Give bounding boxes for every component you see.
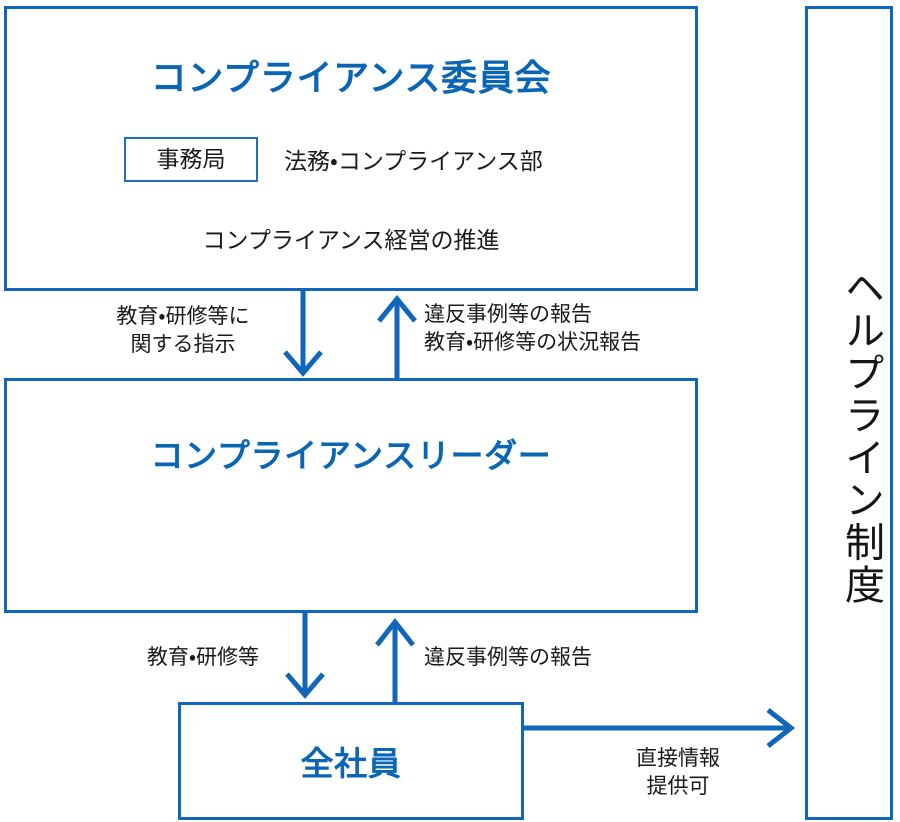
label-direct-information-line1: 直接情報 <box>636 747 720 770</box>
label-direct-information-line2: 提供可 <box>646 775 710 799</box>
label-education-instruction-line1: 教育・研修等に <box>116 305 250 328</box>
helpline-system-title: ヘルプライン制度 <box>839 267 883 607</box>
label-violation-report-bottom-line1: 違反事例等の報告 <box>424 646 592 669</box>
all-employees-title: 全社員 <box>300 745 402 782</box>
arrow-employees-to-helpline-right <box>522 708 796 748</box>
label-violation-report-top-line2: 教育・研修等の状況報告 <box>424 331 642 355</box>
helpline-system-box: ヘルプライン制度 <box>805 6 893 820</box>
arrow-leader-to-employees-down <box>285 613 325 699</box>
arrow-leader-to-committee-up <box>377 295 417 378</box>
committee-secretariat-description: 法務・コンプライアンス部 <box>284 148 543 175</box>
arrow-committee-to-leader-down <box>283 291 323 377</box>
arrow-employees-to-leader-up <box>375 617 415 702</box>
committee-secretariat-row: 事務局 法務・コンプライアンス部 <box>124 137 543 182</box>
label-education-training: 教育・研修等 <box>118 644 288 672</box>
committee-secretariat-tag: 事務局 <box>124 137 258 182</box>
label-education-instruction-line2: 関する指示 <box>130 333 236 357</box>
label-education-instruction: 教育・研修等に 関する指示 <box>88 303 278 360</box>
all-employees-box: 全社員 <box>178 702 524 820</box>
compliance-leader-box: コンプライアンスリーダー 各組織 組織内の啓発 情報収集など <box>4 378 698 613</box>
compliance-committee-title: コンプライアンス委員会 <box>150 57 552 98</box>
label-violation-report-top: 違反事例等の報告 教育・研修等の状況報告 <box>424 301 641 358</box>
label-education-training-line1: 教育・研修等 <box>146 646 260 669</box>
label-direct-information: 直接情報 提供可 <box>598 745 758 802</box>
compliance-committee-box: コンプライアンス委員会 事務局 法務・コンプライアンス部 コンプライアンス経営の… <box>4 6 698 291</box>
label-violation-report-bottom: 違反事例等の報告 <box>424 644 592 672</box>
committee-mission-note: コンプライアンス経営の推進 <box>202 227 500 253</box>
label-violation-report-top-line1: 違反事例等の報告 <box>424 303 592 326</box>
compliance-leader-title: コンプライアンスリーダー <box>150 437 552 474</box>
